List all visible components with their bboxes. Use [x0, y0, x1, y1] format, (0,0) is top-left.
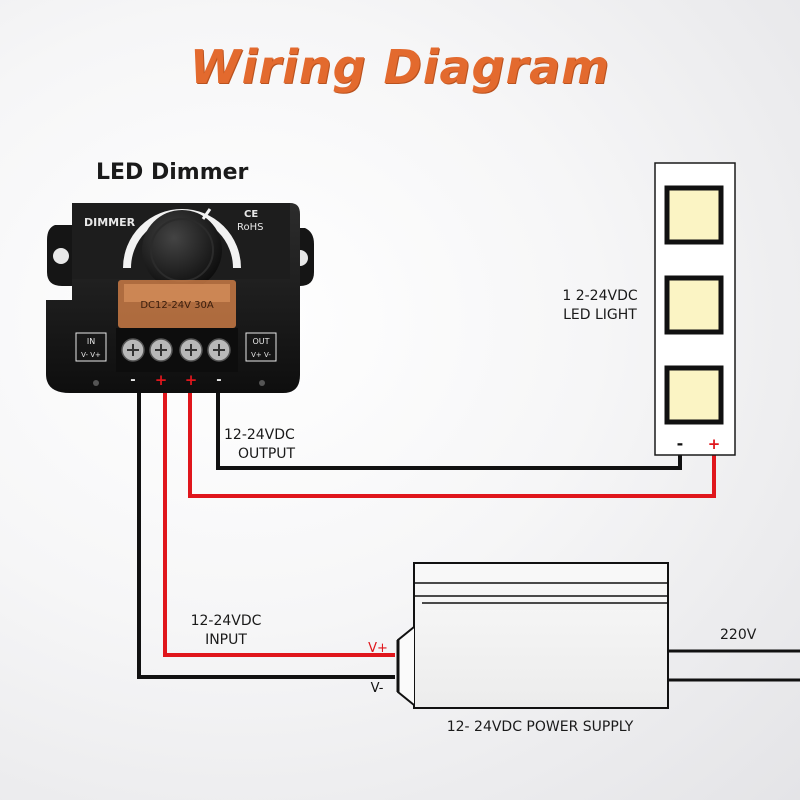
led-plus-mark: +	[708, 435, 721, 453]
power-supply: V+ V-	[368, 562, 669, 709]
input-label-line-1: 12-24VDC	[190, 613, 262, 629]
input-label-line-2: INPUT	[205, 632, 247, 648]
wire-output-negative	[216, 388, 682, 470]
dimmer-rating-text: DC12-24V 30A	[140, 300, 213, 311]
wire-input-positive	[163, 388, 395, 657]
input-label: 12-24VDC INPUT	[176, 612, 276, 650]
led-label-line-2: LED LIGHT	[563, 307, 637, 323]
led-label-line-1: 1 2-24VDC	[562, 288, 638, 304]
mains-voltage-label: 220V	[720, 627, 757, 643]
psu-vminus-label: V-	[371, 681, 384, 696]
led-minus-mark: -	[677, 434, 684, 453]
dimmer-out-pins: V+ V-	[251, 351, 271, 359]
output-label-line-1: 12-24VDC	[224, 427, 295, 443]
dimmer-out-label: OUT	[252, 337, 269, 346]
led-chip	[664, 185, 724, 245]
output-label: 12-24VDC OUTPUT	[224, 426, 334, 464]
power-supply-label: 12- 24VDC POWER SUPPLY	[446, 719, 634, 735]
led-chip	[664, 365, 724, 425]
led-dimmer: DIMMER CE RoHS DC12-24V 30A IN V- V+	[46, 203, 314, 393]
terminal-mark-1: -	[130, 373, 135, 388]
terminal-mark-4: -	[216, 373, 221, 388]
led-strip: - +	[654, 162, 736, 456]
terminal-screws	[121, 338, 231, 362]
rohs-mark: RoHS	[237, 222, 263, 233]
led-chip	[664, 275, 724, 335]
output-label-line-2: OUTPUT	[238, 446, 296, 462]
wire-input-negative	[137, 388, 395, 679]
page-title: Wiring Diagram	[189, 40, 611, 94]
ce-mark: CE	[244, 209, 258, 220]
dimmer-in-label: IN	[87, 337, 95, 346]
dimmer-brand-text: DIMMER	[84, 216, 136, 229]
terminal-mark-2: +	[155, 371, 168, 389]
dimmer-heading: LED Dimmer	[96, 160, 249, 185]
led-light-label: 1 2-24VDC LED LIGHT	[548, 287, 652, 325]
psu-vplus-label: V+	[368, 641, 388, 656]
wire-output-positive	[188, 388, 716, 498]
dimmer-in-pins: V- V+	[81, 351, 101, 359]
mains-cable	[668, 649, 800, 682]
terminal-mark-3: +	[185, 371, 198, 389]
